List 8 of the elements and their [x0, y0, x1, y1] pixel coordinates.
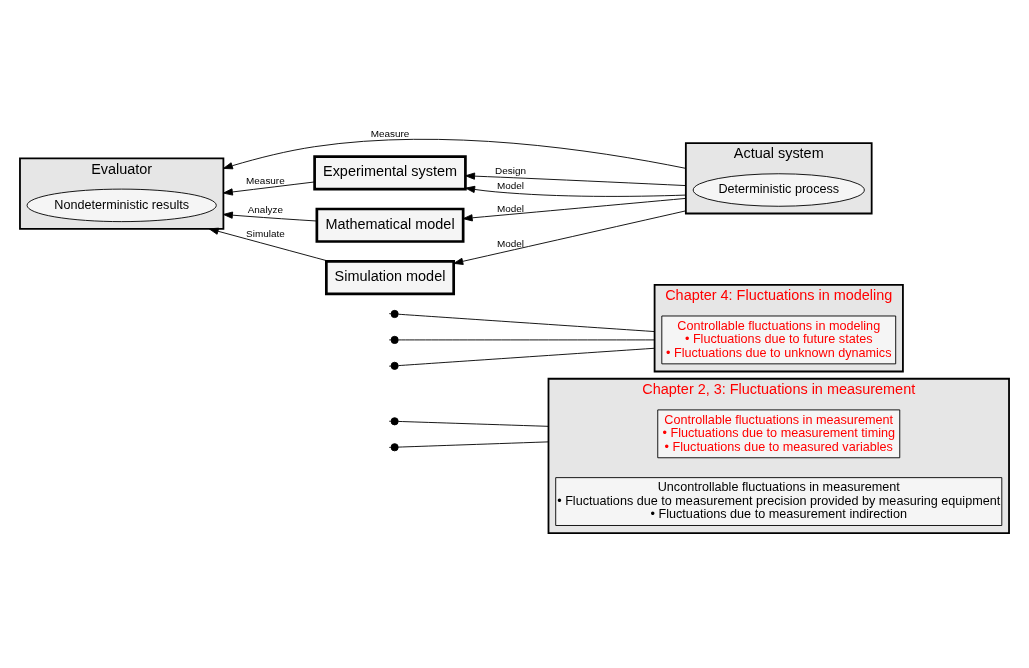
edge-label: Model [497, 237, 525, 249]
edge-label: Model [497, 202, 525, 214]
edge-label: Measure [246, 174, 285, 186]
edge-label: Model [497, 179, 525, 191]
edge-label: Design [495, 164, 527, 176]
edge-label: Analyze [247, 203, 284, 215]
edge-label: Measure [370, 127, 410, 139]
edge-label: Simulate [246, 227, 285, 239]
